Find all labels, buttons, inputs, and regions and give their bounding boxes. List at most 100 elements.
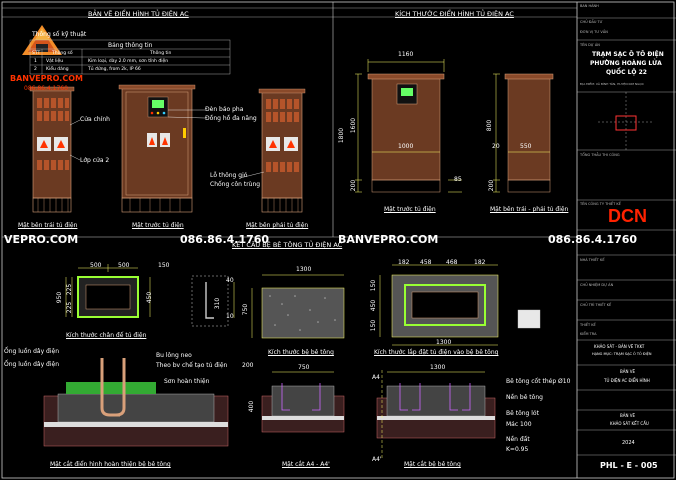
caption-side-left: Mặt bên trái tủ điện — [18, 222, 78, 229]
tb-drawing-title: BẢN VẼ — [620, 369, 636, 374]
section-label-conduit1: Ống luồn dây điện — [4, 348, 60, 355]
caption-concrete-plan: Kích thước bệ bê tông — [268, 349, 334, 356]
tb-project-small: ĐỊA ĐIỂM: XÃ BÌNH TÂN, HUYỆN KIM NGỌC — [580, 82, 644, 86]
watermark-center: BANVEPRO.COM — [338, 233, 439, 246]
spec-row-no: 2 — [34, 67, 37, 72]
dimensioned-front — [355, 59, 462, 193]
long-a4p: A4' — [372, 456, 382, 463]
label-vent: Lỗ thông gió — [210, 172, 248, 179]
label-phase-light: Đèn báo pha — [205, 106, 244, 113]
base-dim-950: 950 — [56, 291, 64, 304]
caption-dim-front: Mặt trước tủ điện — [384, 206, 436, 213]
caption-dim-side: Mặt bên trái - phải tủ điện — [490, 206, 569, 213]
label-inner-door: Lớp cửa 2 — [80, 157, 110, 164]
bolt-dim-310: 310 — [214, 297, 222, 310]
watermark-left: VEPRO.COM — [4, 233, 79, 246]
concrete-dim-w: 1300 — [296, 266, 312, 273]
tb-row-0: NHÀ THIẾT KẾ — [580, 258, 605, 262]
tb-drawing-kind: BẢN VẼ — [620, 413, 636, 418]
caption-long-section: Mặt cắt bệ bê tông — [404, 461, 461, 468]
spec-row-value: Tủ đứng, from 2k, IP 66 — [88, 67, 141, 72]
caption-a4-section: Mặt cắt A4 - A4' — [282, 461, 330, 468]
spec-table-grid — [29, 39, 231, 75]
tb-top-line-2: CHỦ ĐẦU TƯ — [580, 20, 603, 24]
a4-section — [261, 371, 345, 433]
install-dim-450: 450 — [370, 299, 378, 312]
dim-height-1600: 1600 — [350, 117, 358, 134]
dim-height-1800: 1800 — [338, 127, 346, 144]
tb-drawing-kind-sub: KHẢO SÁT KẾT CẤU — [610, 421, 649, 426]
tb-drawing-sub: TỦ ĐIỆN AC ĐIỂN HÌNH — [604, 378, 650, 383]
long-label-rebar: Bê tông cốt thép Ø10 — [506, 378, 571, 385]
logo-phone: 086.86.4.1760 — [24, 85, 68, 92]
bolt-dim-10: 10 — [226, 313, 234, 320]
tb-project-line3: QUỐC LỘ 22 — [606, 69, 647, 76]
tb-consultant-label: TÊN DỰ ÁN — [580, 43, 600, 47]
tb-row-1: CHỦ NHIỆM DỰ ÁN — [580, 283, 614, 287]
spec-row-name: Vật liệu — [46, 59, 64, 64]
tb-row-2: CHỦ TRÌ THIẾT KẾ — [580, 303, 612, 307]
long-a4: A4 — [372, 374, 380, 381]
dim-side-base: 200 — [488, 179, 496, 192]
section-label-conduit2: Ống luồn dây điện — [4, 361, 60, 368]
anchor-bolt-detail — [191, 275, 235, 327]
section-label-bolt: Bu lông neo — [156, 352, 192, 359]
spec-heading: Thông số kỹ thuật — [32, 31, 87, 38]
install-dim-182b: 182 — [474, 259, 486, 266]
base-dim-500b: 500 — [118, 262, 130, 269]
spec-table-title: Bảng thông tin — [108, 42, 153, 49]
long-label-k: K=0.95 — [506, 446, 529, 453]
tb-company-label: TÊN CÔNG TY THIẾT KẾ — [580, 202, 621, 206]
panel2-title: KÍCH THƯỚC ĐIỂN HÌNH TỦ ĐIỆN AC — [395, 10, 514, 18]
tb-project-line1: TRẠM SẠC Ô TÔ ĐIỆN — [592, 51, 664, 58]
spec-row-name: Kiểu dáng — [46, 67, 69, 72]
label-multimeter: Đồng hồ đa năng — [205, 115, 257, 122]
a4-dim-w: 750 — [298, 364, 310, 371]
tb-row-3: THIẾT KẾ — [580, 323, 596, 327]
long-section — [376, 370, 496, 460]
dim-side-800: 800 — [486, 119, 494, 132]
base-dim-225b: 225 — [66, 301, 74, 314]
base-dim-500a: 500 — [90, 262, 102, 269]
spec-row-value: Thông tin — [150, 51, 172, 56]
install-dim-150a: 150 — [370, 279, 378, 292]
dim-inner-width: 1000 — [398, 143, 414, 150]
dim-side-20: 20 — [492, 143, 500, 150]
panel1-title: BẢN VẼ ĐIỂN HÌNH TỦ ĐIỆN AC — [88, 10, 189, 18]
dimensioned-side — [493, 73, 554, 193]
tb-brand-logo: DCN — [608, 206, 647, 226]
watermark-phone2: 086.86.4.1760 — [548, 233, 638, 246]
logo-brand: BANVEPRO.COM — [10, 74, 83, 83]
install-dim-150b: 150 — [370, 319, 378, 332]
watermark-phone1: 086.86.4.1760 — [180, 233, 270, 246]
base-dim-450: 450 — [146, 291, 154, 304]
base-dim-150: 150 — [158, 262, 170, 269]
tb-year: 2024 — [622, 440, 635, 446]
tb-row-4: KIỂM TRA — [580, 332, 597, 336]
concrete-plan — [251, 274, 345, 339]
caption-full-section: Mặt cắt điển hình hoàn thiện bệ bê tông — [50, 461, 171, 468]
install-dim-182a: 182 — [398, 259, 410, 266]
long-label-grade: Mác 100 — [506, 421, 532, 428]
tb-top-line-3: ĐƠN VỊ TƯ VẤN — [580, 30, 608, 34]
long-label-base: Nền bê tông — [506, 394, 543, 401]
label-front-door: Cửa chính — [80, 116, 110, 123]
section-title: KẾT CẤU BỆ BÊ TÔNG TỦ ĐIỆN AC — [232, 241, 343, 249]
section-label-ref: Theo bv chế tạo tủ điện — [156, 362, 228, 369]
tb-top-line-1: BAN HÀNH — [580, 4, 599, 8]
title-block-lines — [577, 17, 676, 456]
bolt-dim-40: 40 — [226, 277, 234, 284]
long-label-soil: Nền đất — [506, 436, 530, 443]
install-dim-458: 458 — [420, 259, 432, 266]
cabinet-side-left — [29, 86, 81, 213]
long-label-lean: Bê tông lót — [506, 410, 539, 417]
full-section — [43, 358, 229, 447]
install-dim-468: 468 — [446, 259, 458, 266]
tb-sheet-no: PHL - E - 005 — [600, 461, 658, 470]
caption-front: Mặt trước tủ điện — [132, 222, 184, 229]
long-dim-w: 1300 — [430, 364, 446, 371]
install-dim-1300: 1300 — [436, 339, 452, 346]
tb-project-line2: PHƯỜNG HOÀNG LỬA — [590, 60, 662, 67]
